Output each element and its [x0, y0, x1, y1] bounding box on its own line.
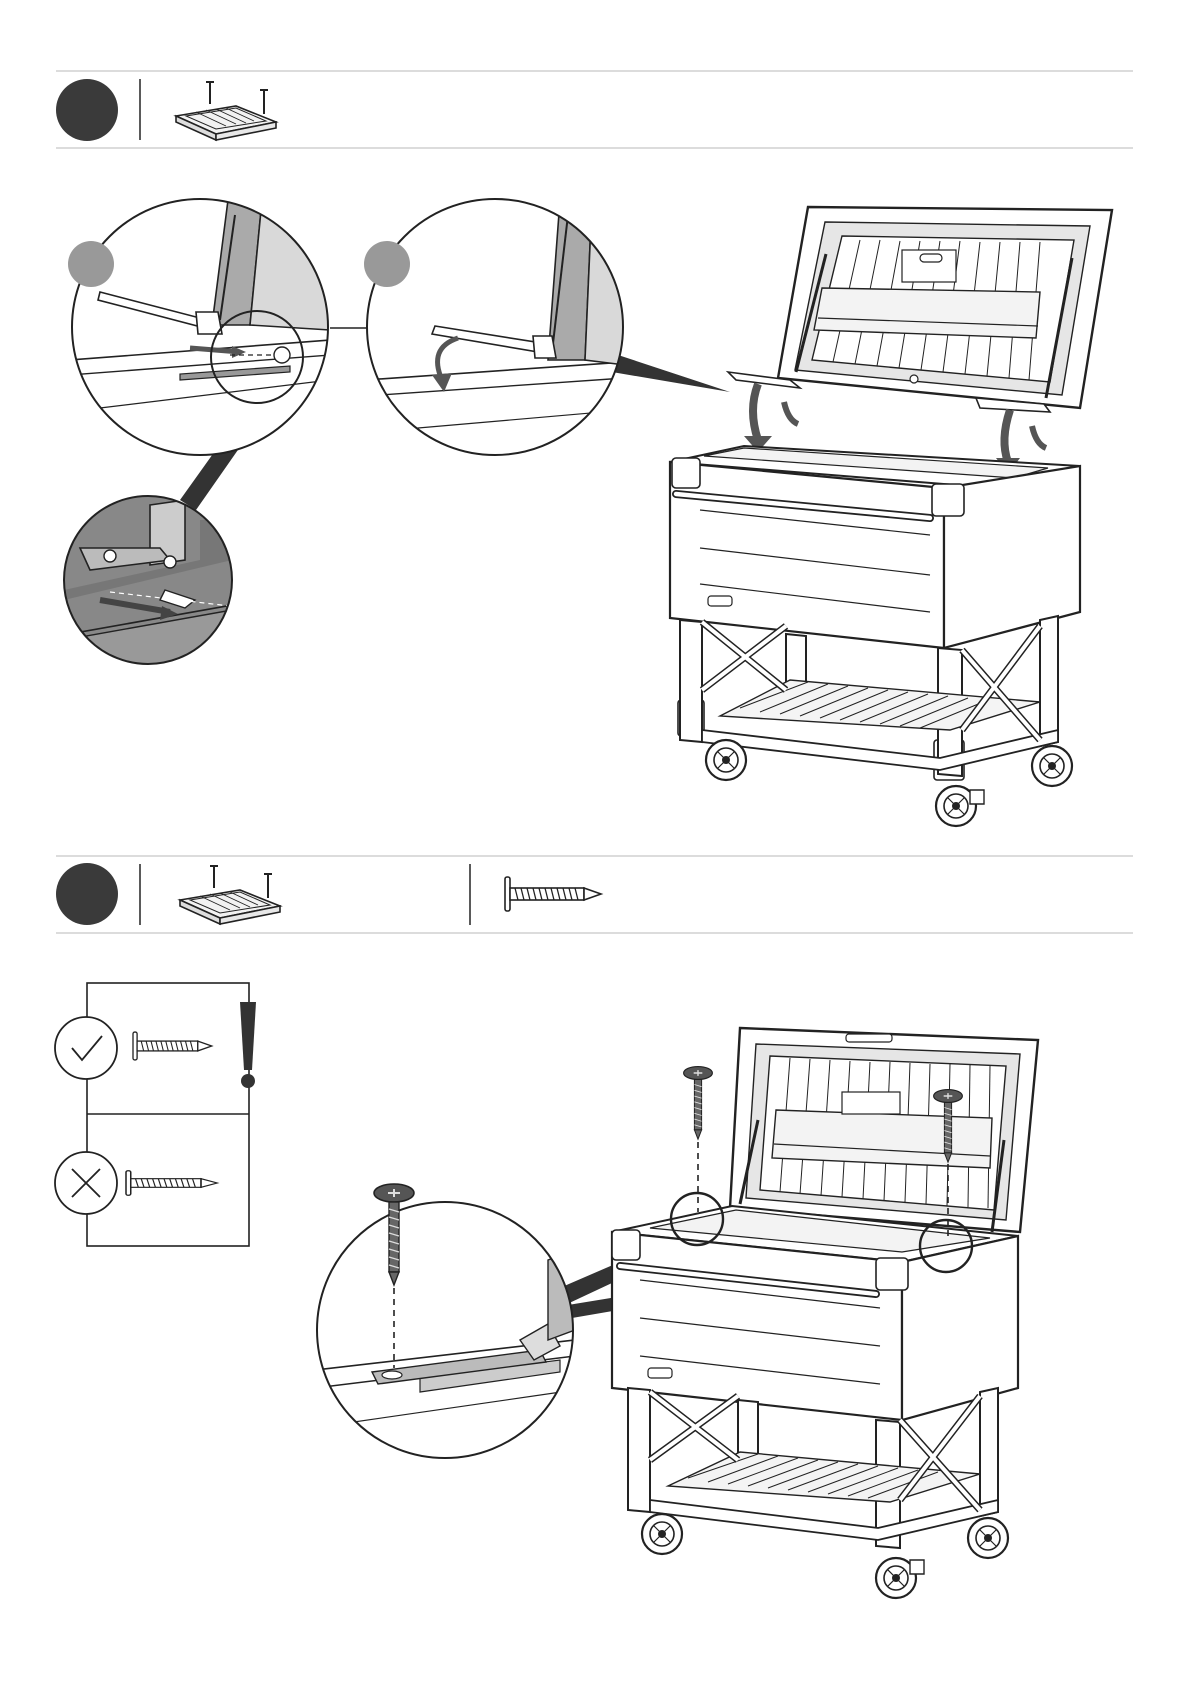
detail-zoom [64, 496, 232, 664]
cooler-cart-step-2 [612, 1028, 1038, 1598]
detail-a [68, 198, 330, 460]
step-1-badge [56, 79, 118, 141]
screw-warning [55, 983, 256, 1246]
sub-badge-b [364, 241, 410, 287]
detail-pointer [612, 353, 730, 392]
step-1-header [56, 71, 1133, 148]
check-icon [55, 1017, 117, 1079]
cooler-cart-step-1 [670, 207, 1112, 826]
lid-assembly-icon [176, 82, 276, 140]
screw-icon [505, 877, 601, 911]
sub-badge-a [68, 241, 114, 287]
step-2-badge [56, 863, 118, 925]
lid-assembly-icon [180, 866, 280, 924]
step-2-header [56, 856, 1133, 933]
x-icon [55, 1152, 117, 1214]
detail-screw [315, 1184, 575, 1460]
detail-b [364, 198, 625, 460]
